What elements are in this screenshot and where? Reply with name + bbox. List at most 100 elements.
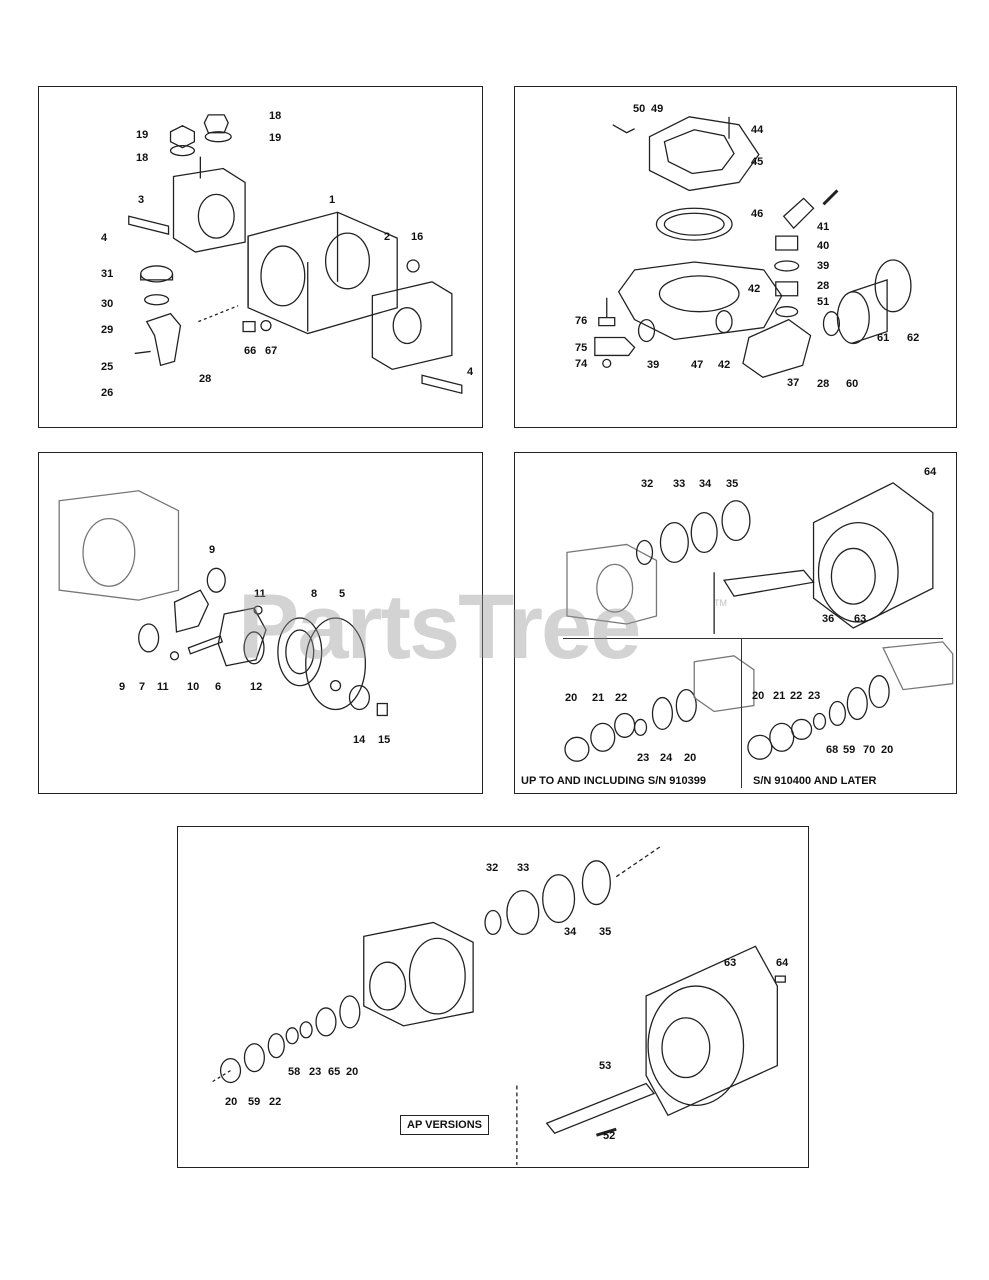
callout-21: 21 [773,690,786,702]
callout-22: 22 [615,692,628,704]
diagram-panel-pump-head: 18 19 19 18 1 3 4 2 16 31 30 29 25 26 28… [38,86,483,428]
callout-20: 20 [881,744,894,756]
diagram-panel-ap-versions: 32 33 34 35 63 64 53 20 59 22 58 23 65 2… [177,826,809,1168]
callout-18: 18 [269,110,282,122]
callout-19: 19 [269,132,282,144]
callout-20: 20 [752,690,765,702]
callout-75: 75 [575,342,588,354]
callout-63: 63 [854,613,867,625]
caption-ap-versions: AP VERSIONS [400,1115,489,1135]
callout-76: 76 [575,315,588,327]
callout-23: 23 [309,1066,322,1078]
callout-11: 11 [254,588,266,600]
callout-51: 51 [817,296,830,308]
callout-42: 42 [718,359,731,371]
callout-33: 33 [673,478,686,490]
callout-66: 66 [244,345,257,357]
callout-44: 44 [751,124,764,136]
callout-45: 45 [751,156,764,168]
callout-15: 15 [378,734,391,746]
callout-20: 20 [565,692,578,704]
callout-74: 74 [575,358,588,370]
callout-25: 25 [101,361,114,373]
callout-36: 36 [822,613,835,625]
callout-62: 62 [907,332,920,344]
callout-28: 28 [199,373,212,385]
callout-65: 65 [328,1066,341,1078]
diagram-panel-bearing-housing: 64 32 33 34 35 36 63 20 21 22 23 24 20 2… [514,452,957,794]
callout-31: 31 [101,268,114,280]
callout-68: 68 [826,744,839,756]
callout-53: 53 [599,1060,612,1072]
callout-47: 47 [691,359,704,371]
pump-head-drawing [128,114,463,395]
caption-up-to-sn: UP TO AND INCLUDING S/N 910399 [521,775,707,787]
section-divider-horizontal [563,638,943,639]
callout-46: 46 [751,208,764,220]
callout-23: 23 [808,690,821,702]
callout-4: 4 [101,232,108,244]
callout-60: 60 [846,378,859,390]
callout-11: 11 [157,681,169,693]
callout-12: 12 [250,681,263,693]
ap-versions-drawing [212,846,786,1166]
callout-24: 24 [660,752,673,764]
section-divider-vertical [741,638,742,788]
callout-42: 42 [748,283,761,295]
callout-9: 9 [119,681,126,693]
callout-70: 70 [863,744,876,756]
callout-4: 4 [467,366,474,378]
callout-20: 20 [684,752,697,764]
caption-sn-and-later: S/N 910400 AND LATER [753,775,877,787]
callout-22: 22 [790,690,803,702]
callout-5: 5 [339,588,346,600]
diagram-panel-manifold: 50 49 44 45 46 41 40 39 42 28 51 76 75 7… [514,86,957,428]
callout-6: 6 [215,681,222,693]
callout-41: 41 [817,221,830,233]
bearing-housing-drawing [564,482,954,762]
callout-7: 7 [139,681,146,693]
callout-37: 37 [787,377,800,389]
callout-21: 21 [592,692,605,704]
crank-drawing [58,490,388,717]
callout-16: 16 [411,231,424,243]
callout-61: 61 [877,332,890,344]
callout-23: 23 [637,752,650,764]
callout-22: 22 [269,1096,282,1108]
callout-18: 18 [136,152,149,164]
callout-2: 2 [384,231,391,243]
callout-28: 28 [817,280,830,292]
callout-29: 29 [101,324,114,336]
callout-40: 40 [817,240,830,252]
callout-32: 32 [641,478,654,490]
callout-58: 58 [288,1066,301,1078]
callout-14: 14 [353,734,366,746]
callout-33: 33 [517,862,530,874]
callout-50: 50 [633,103,646,115]
callout-49: 49 [651,103,664,115]
callout-8: 8 [311,588,318,600]
callout-20: 20 [346,1066,359,1078]
callout-59: 59 [843,744,856,756]
callout-32: 32 [486,862,499,874]
callout-67: 67 [265,345,278,357]
callout-9: 9 [209,544,216,556]
callout-26: 26 [101,387,114,399]
callout-34: 34 [564,926,577,938]
callout-3: 3 [138,194,145,206]
callout-30: 30 [101,298,114,310]
callout-19: 19 [136,129,149,141]
manifold-drawing [594,116,912,379]
callout-1: 1 [329,194,336,206]
callout-34: 34 [699,478,712,490]
callout-64: 64 [776,957,789,969]
diagram-panel-crank: 9 11 8 5 9 7 11 10 6 12 14 15 [38,452,483,794]
callout-10: 10 [187,681,200,693]
callout-28: 28 [817,378,830,390]
callout-64: 64 [924,466,937,478]
callout-20: 20 [225,1096,238,1108]
callout-35: 35 [726,478,739,490]
callout-39: 39 [817,260,830,272]
callout-39: 39 [647,359,660,371]
callout-63: 63 [724,957,737,969]
